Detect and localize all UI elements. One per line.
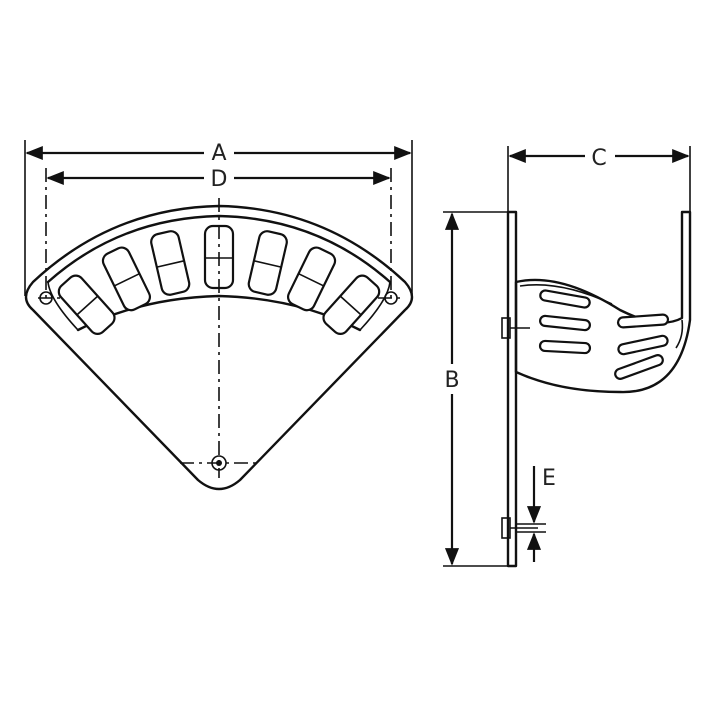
slot-band-outer-arc [46, 214, 392, 284]
label-bg-b [438, 364, 466, 394]
slot [538, 339, 592, 355]
mounting-hole-bottom [211, 455, 227, 471]
slot-divider [253, 260, 282, 268]
screw-bottom [501, 517, 538, 539]
hook-arm [514, 210, 692, 394]
slot [101, 246, 152, 312]
slot-divider [298, 272, 325, 287]
slot-band-left-edge [47, 281, 79, 331]
slot [150, 230, 191, 296]
back-plate [506, 210, 518, 568]
side-view: C B [438, 142, 692, 568]
slot-divider [156, 260, 185, 268]
mounting-hole-left [39, 291, 53, 305]
dimension-label-e: E [542, 466, 556, 491]
slot [286, 246, 337, 312]
front-view: A D [24, 138, 414, 491]
dimension-label-d: D [211, 167, 228, 192]
label-bg-d [204, 165, 234, 191]
slot [614, 354, 664, 380]
bracket-plate-outline [24, 204, 414, 491]
side-slots [538, 289, 670, 380]
slot-band-inner-arc [76, 294, 362, 332]
dimension-label-a: A [211, 141, 226, 166]
label-bg-c [585, 142, 615, 170]
slot [539, 314, 591, 332]
slot [322, 274, 381, 335]
slot [539, 289, 591, 309]
slot-divider [339, 295, 362, 316]
front-slots [57, 224, 381, 335]
slot [57, 274, 116, 335]
dimension-label-c: C [591, 146, 606, 171]
slot-divider [113, 272, 140, 287]
slot-divider [76, 295, 99, 316]
screw-top [501, 317, 530, 339]
mounting-hole-right [384, 291, 398, 305]
hook-arm-inner-edge [519, 284, 613, 305]
slot [247, 230, 288, 296]
slot [616, 313, 670, 329]
mounting-hole-bottom-center [216, 460, 222, 466]
slot-band-right-edge [359, 281, 391, 331]
dimension-label-b: B [444, 368, 459, 393]
label-bg-a [204, 138, 234, 166]
slot [617, 334, 669, 356]
hook-lip [675, 319, 684, 349]
